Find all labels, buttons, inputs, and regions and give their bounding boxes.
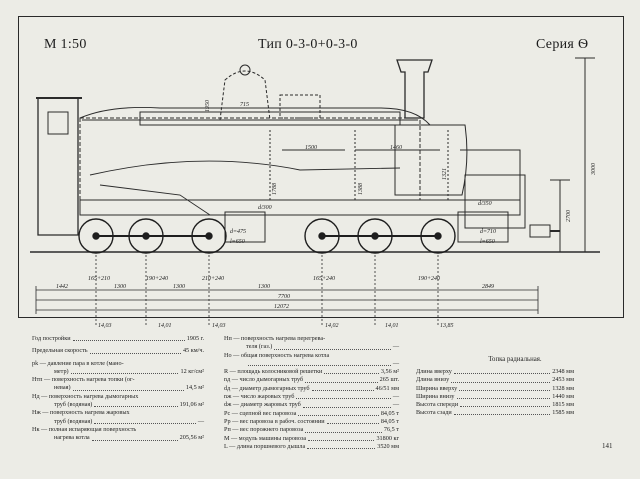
spec-row: теля (газ.)— <box>246 343 399 351</box>
spec-row: Hд — поверхность нагрева дымогарных <box>32 392 139 400</box>
firebox-dim-2: 1388 <box>358 183 364 195</box>
axle-load-1: 14,03 <box>98 322 112 329</box>
spec-row: Hк — полная испаряющая поверхность <box>32 425 137 433</box>
axle-load-2: 14,01 <box>158 322 172 329</box>
cab-height-dim: 1950 <box>205 100 211 112</box>
front-cylinder-stroke: l=650 <box>230 239 245 245</box>
firebox-title: Топка радиальная. <box>488 356 542 363</box>
scale-label: М 1:50 <box>44 37 87 52</box>
boiler-axis-height-dim: 2700 <box>566 210 572 222</box>
spec-row: nж — число жаровых труб— <box>224 393 399 401</box>
spec-row: Hо — общая поверхность нагрева котла <box>224 351 330 359</box>
firebox-dim-1: 1788 <box>272 183 278 195</box>
wheel-arrangement-title: Тип 0-3-0+0-3-0 <box>258 37 358 52</box>
specs-right-column: Hп — поверхность нагрева перегрева- теля… <box>224 335 399 451</box>
spec-row: невая)14,5 м² <box>54 384 204 392</box>
spec-row: метр)12 кг/см² <box>54 367 204 375</box>
axle-load-5: 14,01 <box>385 322 399 329</box>
axle-load-6: 13,85 <box>440 323 454 329</box>
mid-label: d/300 <box>258 205 272 211</box>
front-cylinder-diameter: d=475 <box>230 228 246 235</box>
spec-row: dж — диаметр жаровых труб— <box>224 401 399 409</box>
boiler-dim-1: 1500 <box>305 145 317 151</box>
base-dim-2: 165+210 <box>88 276 110 282</box>
series-label: Серия Ѳ <box>536 37 589 52</box>
overall-length-dim: 12072 <box>274 304 289 310</box>
boiler-dim-3: 1321 <box>442 168 448 180</box>
rear-cylinder-diameter: d=710 <box>480 229 496 235</box>
dome-dim: 715 <box>240 102 249 108</box>
total-height-dim: 3000 <box>591 163 597 176</box>
spec-row: pk — давление пара в котле (мано- <box>32 359 124 367</box>
spec-row: труб (водяная)191,06 м² <box>54 401 204 409</box>
base-dim-8: 165+240 <box>313 275 335 282</box>
spec-row: — <box>224 360 399 368</box>
axle-load-4: 14,02 <box>325 322 339 329</box>
spec-row: Hп — поверхность нагрева перегрева- <box>224 335 326 342</box>
axle-load-3: 14,03 <box>212 322 226 329</box>
spec-row: Hж — поверхность нагрева жаровых <box>32 409 130 417</box>
base-dim-5: 1300 <box>173 284 185 290</box>
boiler-dim-2: 1460 <box>390 144 402 151</box>
base-dim-4: 190+240 <box>146 275 168 282</box>
rear-cylinder-stroke: l=650 <box>480 239 495 245</box>
spec-row: труб (водяная)— <box>54 417 204 425</box>
wheelbase-dim: 7700 <box>278 294 290 300</box>
base-dim-3: 1300 <box>114 284 126 290</box>
drawing-frame <box>18 16 624 318</box>
base-dim-9: 190+240 <box>418 275 440 282</box>
base-dim-1: 1442 <box>56 283 68 290</box>
base-dim-7: 1300 <box>258 284 270 290</box>
rear-top-label: d/350 <box>478 201 492 207</box>
spec-row: Hтп — поверхность нагрева топки (ог- <box>32 376 135 384</box>
base-dim-10: 2849 <box>482 283 494 290</box>
page-number: 141 <box>602 442 613 450</box>
base-dim-6: 210+240 <box>202 275 224 282</box>
